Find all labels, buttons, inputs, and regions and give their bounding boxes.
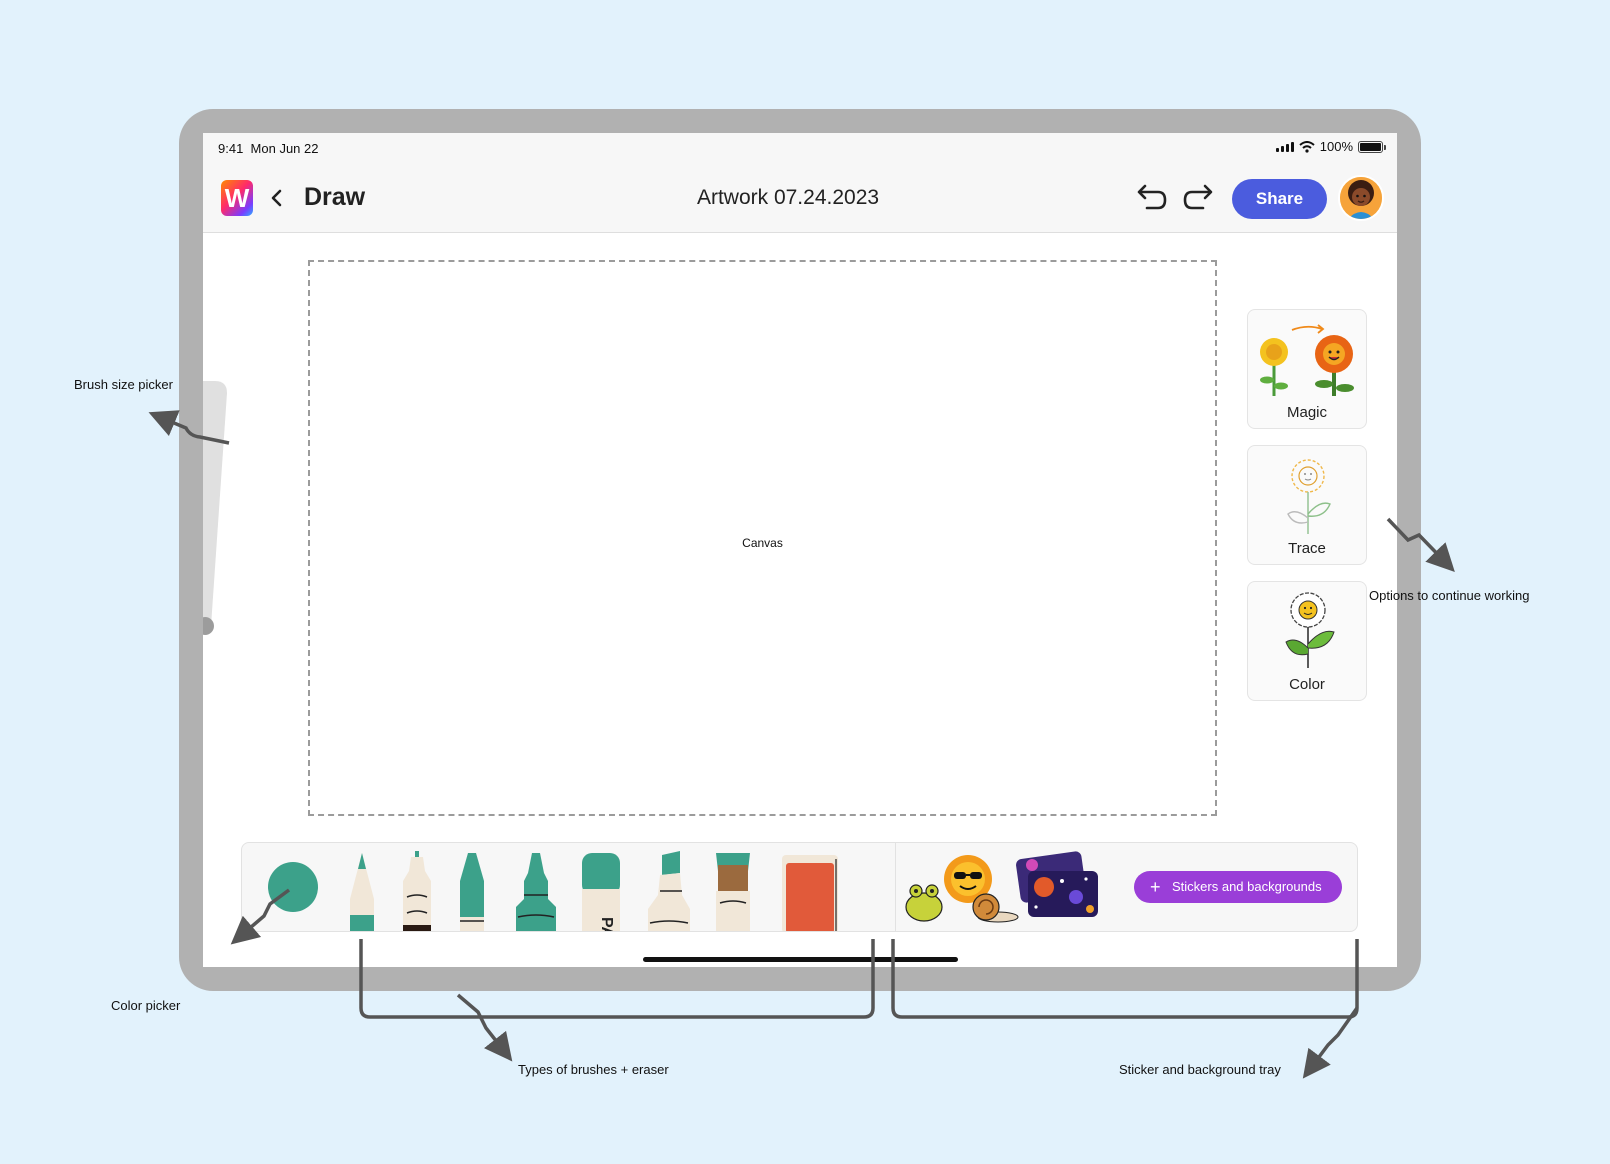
stickers-annotation: Sticker and background tray	[1119, 1062, 1281, 1077]
options-annotation: Options to continue working	[1369, 588, 1530, 603]
wifi-icon	[1299, 140, 1315, 153]
frog-sun-snail-sticker-icon[interactable]	[902, 851, 1022, 927]
frog-sticker	[905, 884, 943, 922]
status-bar: 9:41 Mon Jun 22 100%	[203, 133, 1397, 161]
brush-size-annotation: Brush size picker	[74, 377, 173, 392]
eraser-icon[interactable]	[778, 851, 842, 931]
color-picker-annotation: Color picker	[111, 998, 181, 1013]
tool-tray: PA	[241, 842, 1358, 932]
felt-tip-icon[interactable]	[512, 851, 560, 931]
status-clock: 9:41	[218, 141, 244, 156]
battery-percent: 100%	[1319, 139, 1353, 154]
color-sunflower-icon	[1285, 592, 1335, 668]
svg-text:PA: PA	[598, 917, 615, 931]
trace-sunflower-icon	[1287, 459, 1331, 534]
brushes-annotation: Types of brushes + eraser	[518, 1062, 669, 1077]
magic-sunflower-icon	[1260, 324, 1354, 396]
app-title: Draw	[304, 183, 366, 211]
highlighter-icon[interactable]	[646, 851, 692, 931]
tray-divider	[895, 843, 896, 931]
status-time: 9:41 Mon Jun 22	[218, 141, 318, 156]
sun-sticker	[944, 855, 992, 903]
status-date: Mon Jun 22	[250, 141, 319, 156]
marker-icon[interactable]	[454, 851, 490, 931]
color-option-label: Color	[1289, 676, 1325, 693]
pencil-icon[interactable]	[346, 851, 378, 931]
document-title-wrap: Artwork 07.24.2023	[203, 186, 1397, 210]
snail-sticker	[972, 893, 1019, 923]
color-option-card[interactable]: Color	[1247, 581, 1367, 701]
plus-icon: +	[1150, 877, 1161, 897]
back-chevron-icon[interactable]	[265, 183, 287, 213]
status-indicators: 100%	[1275, 139, 1386, 154]
app-logo[interactable]: W	[221, 180, 253, 216]
home-indicator[interactable]	[643, 957, 958, 962]
space-background-sticker-icon[interactable]	[1014, 851, 1104, 923]
battery-icon	[1358, 140, 1386, 153]
paint-brush-icon[interactable]	[712, 851, 754, 931]
undo-icon[interactable]	[1131, 178, 1171, 218]
brush-size-handle[interactable]	[203, 617, 214, 635]
trace-option-label: Trace	[1288, 540, 1326, 557]
redo-icon[interactable]	[1179, 178, 1219, 218]
brush-size-slider[interactable]	[203, 381, 233, 641]
share-button[interactable]: Share	[1232, 179, 1327, 219]
user-avatar[interactable]	[1338, 175, 1384, 221]
magic-option-card[interactable]: Magic	[1247, 309, 1367, 429]
trace-option-card[interactable]: Trace	[1247, 445, 1367, 565]
paint-marker-icon[interactable]: PA	[580, 851, 622, 931]
fine-liner-icon[interactable]	[397, 851, 437, 931]
magic-option-label: Magic	[1286, 404, 1327, 421]
stickers-and-backgrounds-button[interactable]: + Stickers and backgrounds	[1134, 871, 1342, 903]
canvas-label: Canvas	[742, 536, 783, 550]
stickers-button-label: Stickers and backgrounds	[1172, 879, 1322, 894]
drawing-canvas[interactable]: Canvas	[308, 260, 1217, 816]
app-screen: 9:41 Mon Jun 22 100% W Draw Artwork 07.2…	[203, 133, 1397, 967]
color-picker-swatch[interactable]	[268, 862, 318, 912]
document-title[interactable]: Artwork 07.24.2023	[696, 186, 880, 209]
avatar-portrait-icon	[1340, 177, 1382, 219]
app-header: W Draw Artwork 07.24.2023 Share	[203, 161, 1397, 233]
signal-icon	[1275, 141, 1294, 152]
